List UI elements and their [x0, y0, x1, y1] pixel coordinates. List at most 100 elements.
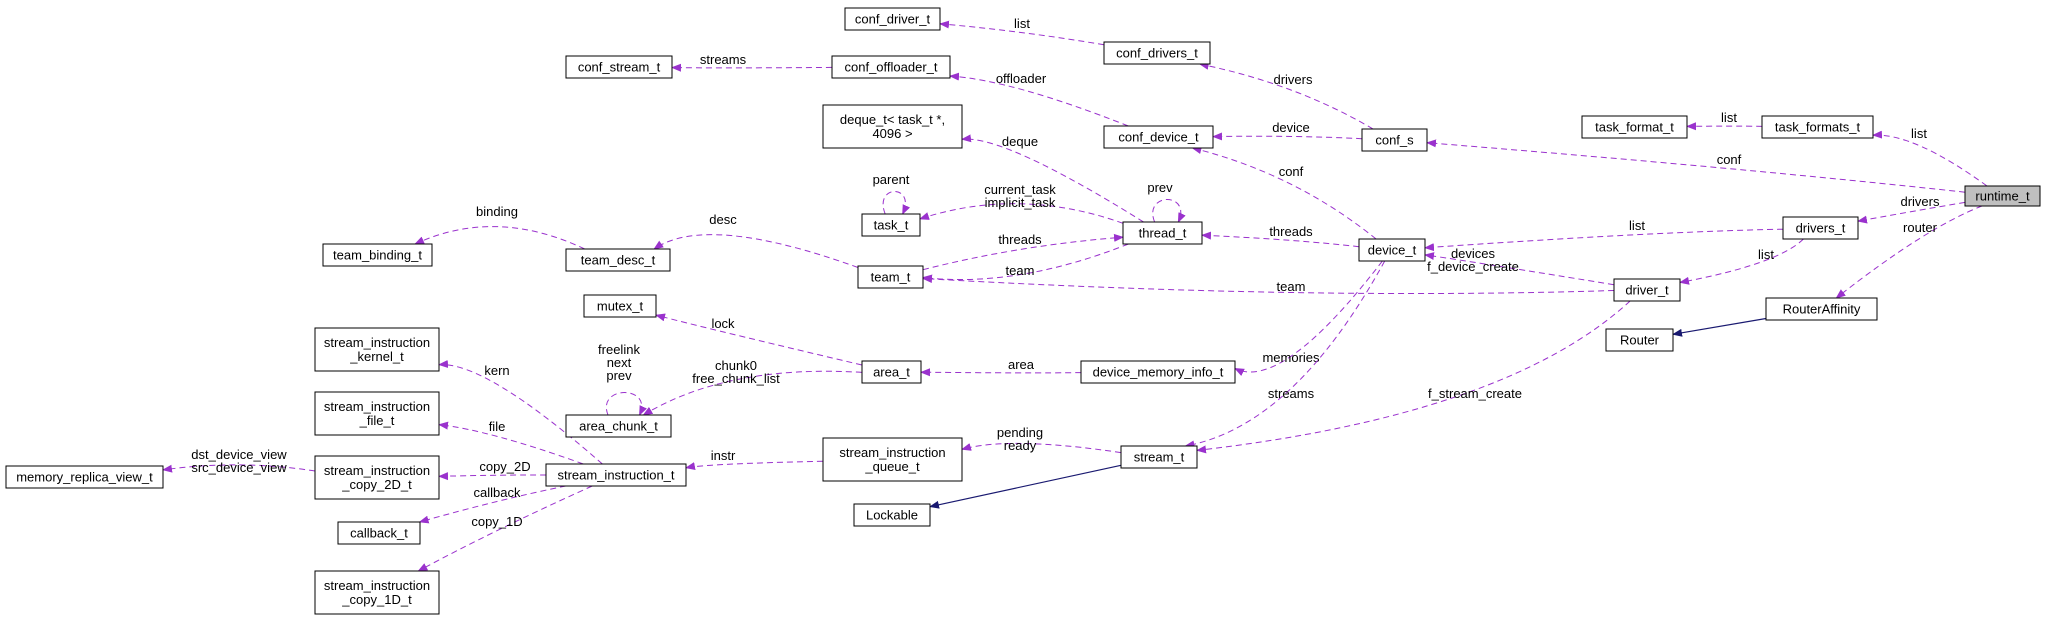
edge-runtime-t-to-conf-s: conf — [1426, 139, 1966, 193]
class-label: conf_drivers_t — [1116, 46, 1198, 61]
class-node-conf-offloader-t[interactable]: conf_offloader_t — [831, 55, 951, 79]
edge-label: kern — [484, 363, 509, 378]
class-node-task-format-t[interactable]: task_format_t — [1581, 115, 1688, 139]
edge-label: file — [489, 419, 506, 434]
edge-area-t-to-mutex-t: lock — [655, 313, 863, 366]
class-box — [314, 570, 440, 615]
class-node-team-binding-t[interactable]: team_binding_t — [322, 243, 433, 267]
class-node-conf-drivers-t[interactable]: conf_drivers_t — [1103, 41, 1211, 65]
edge-label: copy_1D — [471, 514, 522, 529]
class-node-conf-stream-t[interactable]: conf_stream_t — [565, 55, 673, 79]
edge-label: streams — [1268, 386, 1315, 401]
edge-label: drivers — [1273, 72, 1313, 87]
class-node-memory-replica-view-t[interactable]: memory_replica_view_t — [5, 465, 164, 489]
class-label: task_t — [874, 218, 909, 233]
edge-stream-t-to-lockable — [929, 464, 1122, 509]
edge-device-t-to-stream-t: streams — [1184, 260, 1386, 449]
class-box — [861, 213, 921, 237]
usage-arrow — [1424, 252, 1615, 286]
usage-arrow — [438, 472, 547, 481]
class-label: team_t — [871, 270, 911, 285]
class-node-conf-s[interactable]: conf_s — [1361, 128, 1428, 152]
class-label: thread_t — [1139, 226, 1187, 241]
edge-label: desc — [709, 212, 737, 227]
usage-arrow — [685, 460, 824, 471]
class-node-task-formats-t[interactable]: task_formats_t — [1761, 115, 1874, 139]
class-node-driver-t[interactable]: driver_t — [1613, 278, 1681, 302]
class-node-mutex-t[interactable]: mutex_t — [583, 294, 657, 318]
class-node-stream-instruction-copy-1d-t[interactable]: stream_instruction_copy_1D_t — [314, 570, 440, 615]
class-node-stream-instruction-queue-t[interactable]: stream_instruction_queue_t — [822, 437, 963, 482]
class-label: device_t — [1368, 243, 1417, 258]
class-box — [853, 503, 931, 527]
usage-arrow — [414, 226, 585, 250]
edge-runtime-t-to-routeraffinity: router — [1835, 205, 1983, 299]
class-box — [861, 360, 922, 384]
class-node-drivers-t[interactable]: drivers_t — [1782, 216, 1859, 240]
class-node-stream-instruction-t[interactable]: stream_instruction_t — [545, 463, 687, 487]
class-label: stream_instruction_copy_2D_t — [324, 463, 430, 492]
usage-arrow — [438, 421, 584, 465]
class-node-thread-t[interactable]: thread_t — [1122, 221, 1203, 245]
class-node-stream-t[interactable]: stream_t — [1120, 445, 1198, 469]
usage-arrow — [922, 233, 1124, 271]
class-box — [545, 463, 687, 487]
class-label: drivers_t — [1796, 221, 1846, 236]
edge-label: streams — [700, 52, 747, 67]
class-label: memory_replica_view_t — [16, 470, 153, 485]
class-box — [565, 55, 673, 79]
class-label: conf_s — [1375, 133, 1414, 148]
class-node-lockable[interactable]: Lockable — [853, 503, 931, 527]
class-node-stream-instruction-copy-2d-t[interactable]: stream_instruction_copy_2D_t — [314, 455, 440, 500]
class-node-deque-t[interactable]: deque_t< task_t *,4096 > — [822, 104, 963, 149]
edge-label: device — [1272, 120, 1310, 135]
inheritance-arrow — [1672, 317, 1767, 337]
usage-arrow — [605, 392, 647, 416]
edge-label: area — [1008, 357, 1035, 372]
edge-label: deque — [1002, 134, 1038, 149]
class-node-area-chunk-t[interactable]: area_chunk_t — [565, 414, 672, 438]
class-box — [1080, 360, 1236, 384]
class-label: stream_instruction_queue_t — [839, 445, 945, 474]
usage-arrow — [939, 20, 1105, 46]
class-label: stream_instruction_kernel_t — [324, 335, 430, 364]
edge-runtime-t-to-drivers-t: drivers — [1857, 194, 1966, 224]
edge-label: conf — [1279, 164, 1304, 179]
usage-arrow — [655, 313, 863, 366]
class-box — [831, 55, 951, 79]
class-node-team-desc-t[interactable]: team_desc_t — [565, 248, 671, 272]
class-node-conf-driver-t[interactable]: conf_driver_t — [844, 7, 941, 31]
class-box — [583, 294, 657, 318]
class-node-task-t[interactable]: task_t — [861, 213, 921, 237]
class-node-team-t[interactable]: team_t — [857, 265, 924, 289]
class-node-callback-t[interactable]: callback_t — [337, 521, 421, 545]
edge-label: list — [1911, 126, 1927, 141]
class-node-stream-instruction-file-t[interactable]: stream_instruction_file_t — [314, 391, 440, 436]
class-box — [1761, 115, 1874, 139]
usage-arrow — [922, 275, 1615, 295]
edge-label: lock — [711, 316, 735, 331]
class-box — [1613, 278, 1681, 302]
edge-drivers-t-to-driver-t: list — [1679, 238, 1804, 285]
class-node-routeraffinity[interactable]: RouterAffinity — [1765, 297, 1878, 321]
class-node-conf-device-t[interactable]: conf_device_t — [1103, 125, 1214, 149]
class-box — [5, 465, 164, 489]
usage-arrow — [922, 243, 1129, 283]
class-node-stream-instruction-kernel-t[interactable]: stream_instruction_kernel_t — [314, 327, 440, 372]
class-box — [844, 7, 941, 31]
class-box — [314, 455, 440, 500]
usage-arrow — [1424, 228, 1784, 252]
class-node-runtime-t[interactable]: runtime_t — [1964, 185, 2041, 207]
class-node-device-memory-info-t[interactable]: device_memory_info_t — [1080, 360, 1236, 384]
class-node-router[interactable]: Router — [1605, 328, 1674, 352]
edge-label: threads — [998, 232, 1042, 247]
class-node-area-t[interactable]: area_t — [861, 360, 922, 384]
edge-label: conf — [1717, 152, 1742, 167]
class-node-device-t[interactable]: device_t — [1358, 238, 1426, 262]
